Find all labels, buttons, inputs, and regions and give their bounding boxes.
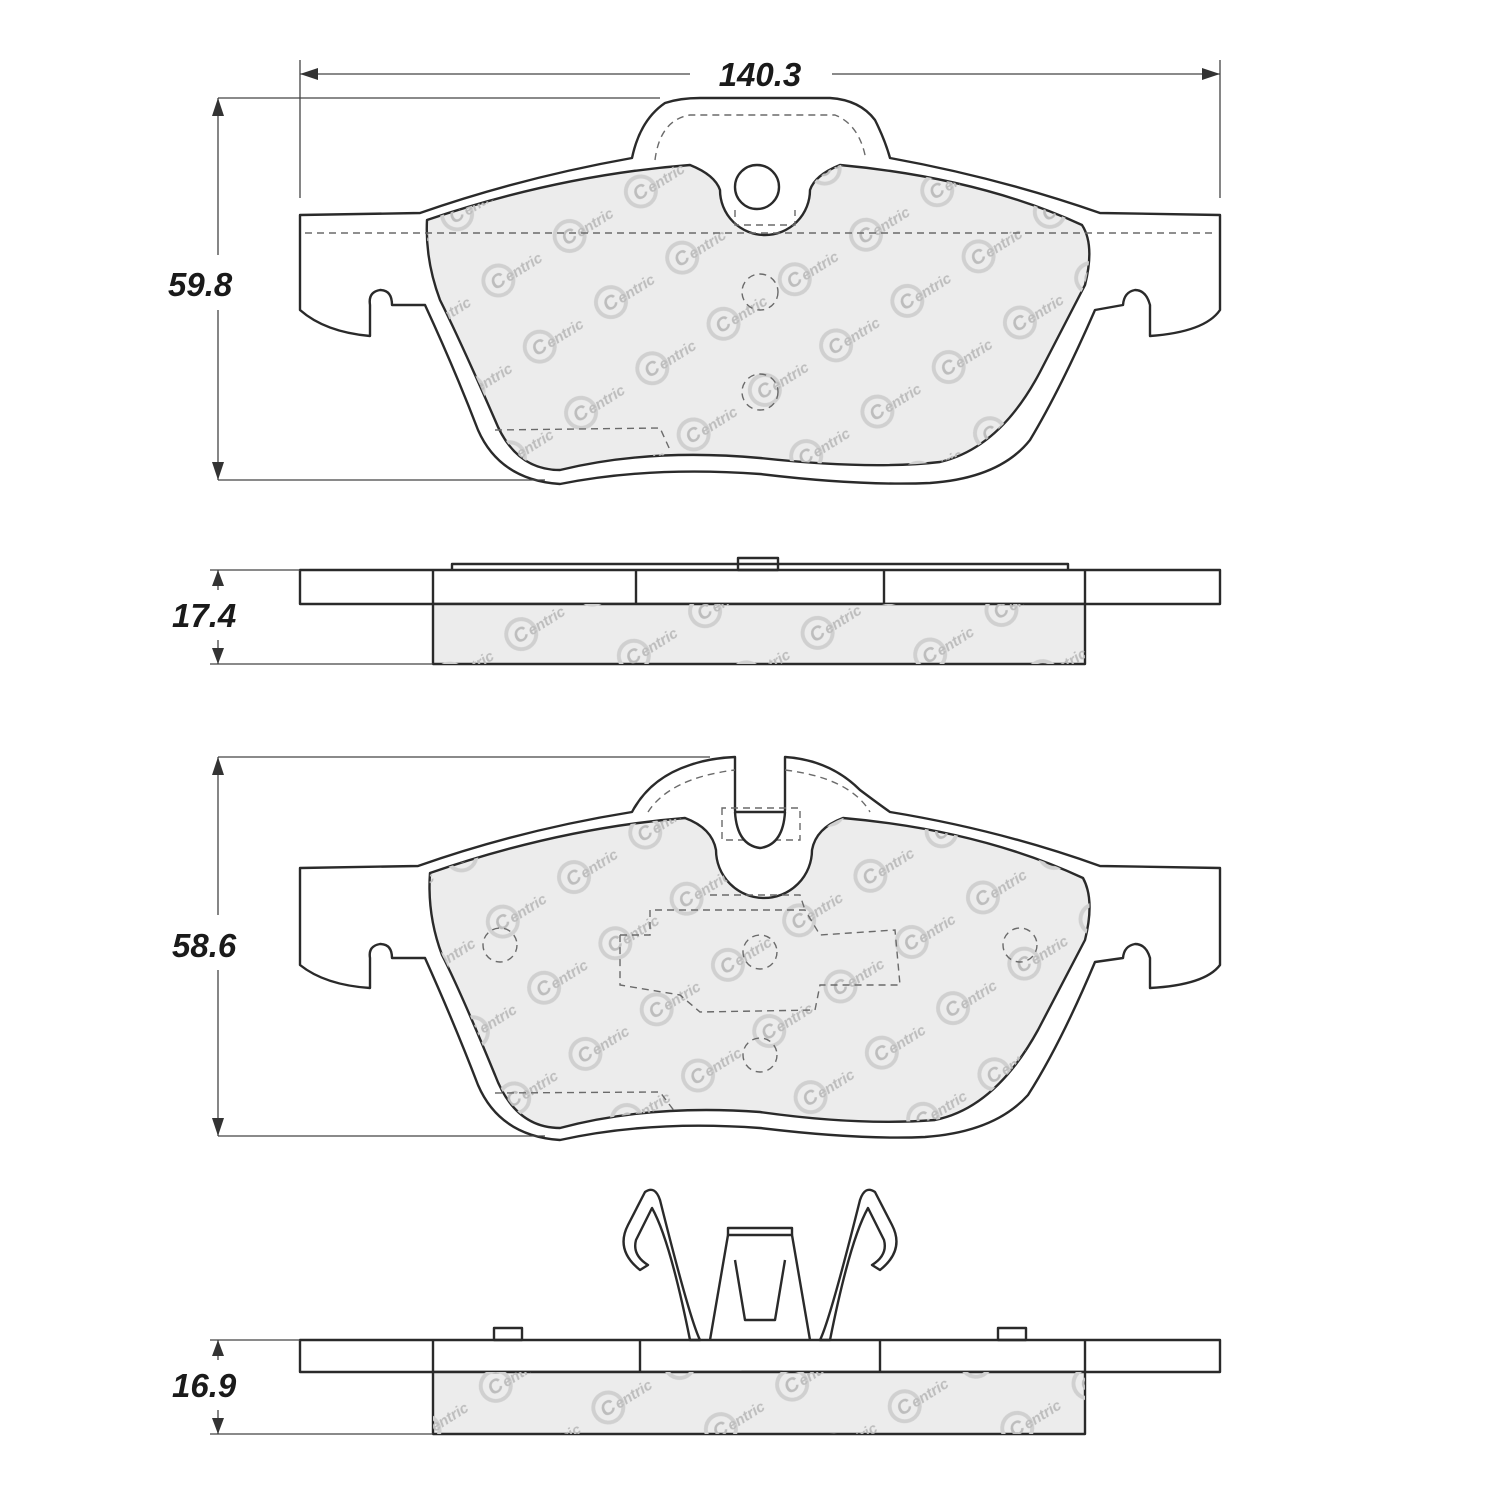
inner-hidden-rivet-3: [1002, 927, 1038, 963]
outer-pad-side-view: [298, 556, 1222, 666]
outer-hidden-tab: [734, 210, 796, 226]
outer-hidden-rivet-1: [741, 273, 779, 311]
inner-hidden-rivet-1: [482, 927, 518, 963]
spring-clip-tongue: [733, 1259, 787, 1322]
outer-side-backing-plate: [298, 568, 1222, 606]
inner-side-dimension-label: 16.9: [172, 1367, 237, 1404]
inner-hidden-abutment: [647, 769, 871, 813]
inner-hidden-bottom: [494, 1091, 676, 1113]
inner-hidden-rivet-2: [742, 934, 778, 970]
outer-hidden-abutment: [654, 114, 867, 161]
inner-side-watermark: [433, 1372, 1085, 1434]
outer-side-dimension: 17.4: [172, 569, 433, 665]
spring-clip-left-arm: [622, 1188, 702, 1342]
inner-watermark-pattern: [429, 818, 1090, 1128]
outer-height-dimension: 59.8: [168, 97, 660, 481]
outer-hidden-rivet-2: [741, 373, 779, 411]
inner-hidden-clip: [619, 909, 901, 1013]
inner-side-backing-plate: [298, 1338, 1222, 1374]
outer-center-hole: [733, 163, 781, 211]
width-dimension: 140.3: [299, 56, 1221, 198]
outer-side-shim: [450, 562, 1070, 570]
inner-pad-side-view: [298, 1188, 1222, 1436]
width-dimension-label: 140.3: [719, 56, 802, 93]
inner-height-dimension: 58.6: [172, 756, 710, 1137]
spring-clip-center: [708, 1233, 812, 1341]
outer-face-dimension-label: 59.8: [168, 266, 233, 303]
inner-hidden-spring-slot: [721, 807, 801, 841]
outer-pad-face-view: [298, 96, 1222, 486]
spring-clip-right-arm: [818, 1188, 898, 1342]
inner-hidden-rivet-4: [742, 1037, 778, 1073]
inner-pad-face-view: [298, 755, 1222, 1142]
inner-spring-slot: [733, 810, 787, 850]
inner-side-dimension: 16.9: [172, 1339, 433, 1435]
outer-hidden-bottom: [494, 427, 671, 451]
outer-backing-plate: [298, 96, 1222, 486]
outer-side-watermark: [433, 604, 1085, 664]
outer-side-dimension-label: 17.4: [172, 597, 236, 634]
inner-face-dimension-label: 58.6: [172, 927, 237, 964]
